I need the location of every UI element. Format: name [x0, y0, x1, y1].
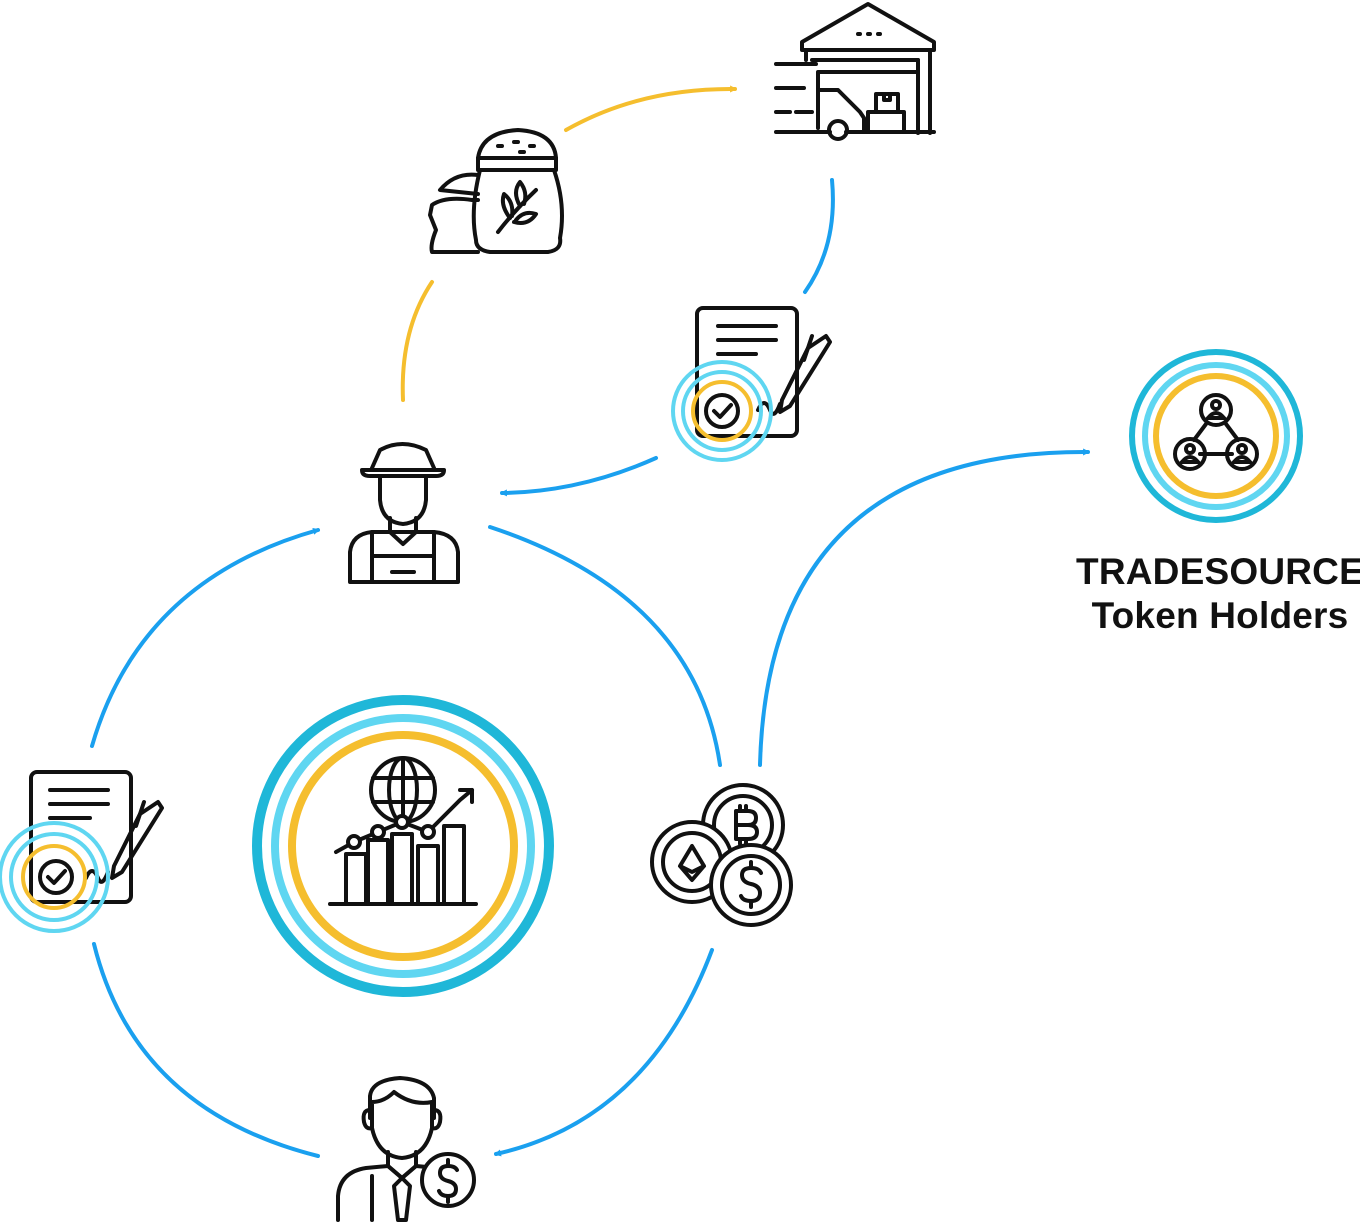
flow-farmer-to-sacks	[400, 280, 434, 402]
flow-investor-to-contract	[92, 942, 320, 1158]
flow-coins-to-holders	[758, 448, 1091, 767]
flow-warehouse-to-contract	[803, 178, 835, 294]
crypto-coins-icon	[650, 783, 793, 927]
contract-left-icon	[0, 770, 164, 933]
grain-sacks-icon	[428, 128, 564, 254]
flow-contract-to-farmer-left	[90, 527, 321, 748]
flow-farmer-to-coins	[488, 525, 722, 767]
network-holders-icon	[1129, 349, 1303, 523]
farmer-icon	[348, 442, 460, 584]
flow-contract-to-farmer	[499, 456, 658, 497]
warehouse-truck-icon	[774, 2, 936, 141]
token-holders-subtitle: Token Holders	[1091, 595, 1349, 636]
flow-connectors	[90, 85, 1091, 1158]
flow-sacks-to-warehouse	[564, 85, 738, 132]
globe-growth-chart-icon	[252, 695, 554, 997]
signed-contract-icon	[671, 306, 832, 462]
investor-icon	[336, 1076, 476, 1222]
flow-coins-to-investor	[493, 948, 714, 1157]
token-holders-title: TRADESOURCE	[1076, 551, 1360, 592]
